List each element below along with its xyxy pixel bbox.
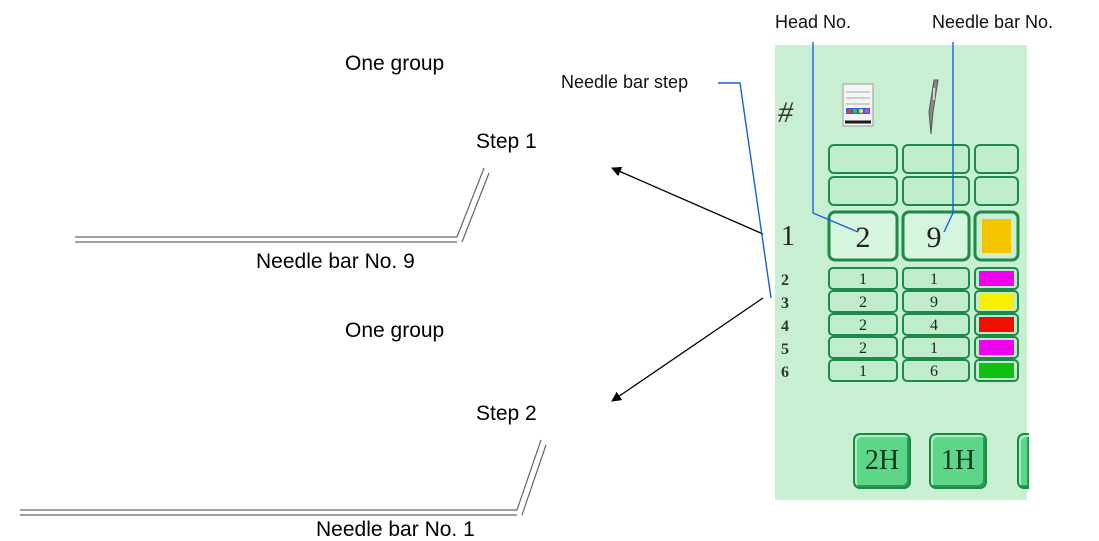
embroidery-head-icon [842, 83, 874, 127]
arrow-to-step2 [611, 297, 764, 402]
step-needle-cell[interactable] [902, 336, 970, 359]
step1-needle-bar-caption: Needle bar No. 9 [256, 250, 415, 273]
step-number: 6 [781, 364, 789, 381]
head-1h-button[interactable]: 1H [929, 433, 987, 489]
step-needle-cell[interactable] [902, 290, 970, 313]
step-needle-value: 6 [930, 363, 938, 380]
active-head-value: 2 [856, 221, 871, 254]
active-head-button[interactable] [827, 210, 899, 262]
step-list-row[interactable]: 4 2 4 [781, 313, 1019, 336]
active-step-number: 1 [781, 221, 795, 252]
step2-needle-bar-caption: Needle bar No. 1 [316, 518, 475, 541]
step-needle-cell[interactable] [902, 359, 970, 382]
step-number: 4 [781, 318, 789, 335]
step-head-cell[interactable] [828, 290, 898, 313]
step2-section: One group Step 2 Needle bar No. 1 [20, 319, 547, 541]
needle-icon [928, 79, 939, 135]
step-head-cell[interactable] [828, 267, 898, 290]
step-head-value: 1 [859, 363, 867, 380]
step1-group-label: One group [345, 52, 444, 75]
step-head-value: 2 [859, 317, 867, 334]
step-head-value: 2 [859, 294, 867, 311]
step-list-row[interactable]: 6 1 6 [781, 359, 1019, 382]
active-needle-button[interactable] [901, 210, 971, 262]
step-head-value: 2 [859, 340, 867, 357]
step-color-swatch [979, 271, 1014, 286]
step-list-row[interactable]: 5 2 1 [781, 336, 1019, 359]
step-list: 2 1 1 3 2 9 4 2 4 5 2 1 6 1 6 [781, 267, 1019, 382]
step-color-swatch [979, 340, 1014, 355]
step-number: 5 [781, 341, 789, 358]
step-color-swatch [979, 363, 1014, 378]
step-head-cell[interactable] [828, 336, 898, 359]
needle-bar-no-callout: Needle bar No. [932, 12, 1054, 32]
step-number: 3 [781, 295, 789, 312]
step-needle-value: 1 [930, 271, 938, 288]
step-color-swatch [979, 294, 1014, 309]
arrow-to-step1 [611, 167, 764, 235]
step-needle-value: 4 [930, 317, 938, 334]
needle-bar-step-callout: Needle bar step [561, 72, 689, 92]
active-needle-value: 9 [927, 221, 942, 254]
step-number: 2 [781, 272, 789, 289]
step-head-value: 1 [859, 271, 867, 288]
step-list-row[interactable]: 3 2 9 [781, 290, 1019, 313]
step1-section: One group Step 1 Needle bar No. 9 [75, 52, 537, 273]
step-needle-cell[interactable] [902, 313, 970, 336]
step-color-swatch [979, 317, 1014, 332]
step1-label: Step 1 [476, 130, 537, 153]
control-panel: # 1 [775, 45, 1027, 500]
active-color-swatch [982, 219, 1011, 253]
head-2h-button[interactable]: 2H [853, 433, 911, 489]
active-step-row[interactable]: 1 2 9 [781, 210, 1020, 262]
step2-label: Step 2 [476, 402, 537, 425]
step2-group-label: One group [345, 319, 444, 342]
step-needle-value: 9 [930, 294, 938, 311]
step-needle-cell[interactable] [902, 267, 970, 290]
step-head-cell[interactable] [828, 359, 898, 382]
head-no-callout: Head No. [775, 12, 852, 32]
partial-button[interactable] [1017, 433, 1029, 489]
panel-hash-symbol: # [778, 96, 794, 129]
step-needle-value: 1 [930, 340, 938, 357]
step-list-row[interactable]: 2 1 1 [781, 267, 1019, 290]
step-head-cell[interactable] [828, 313, 898, 336]
